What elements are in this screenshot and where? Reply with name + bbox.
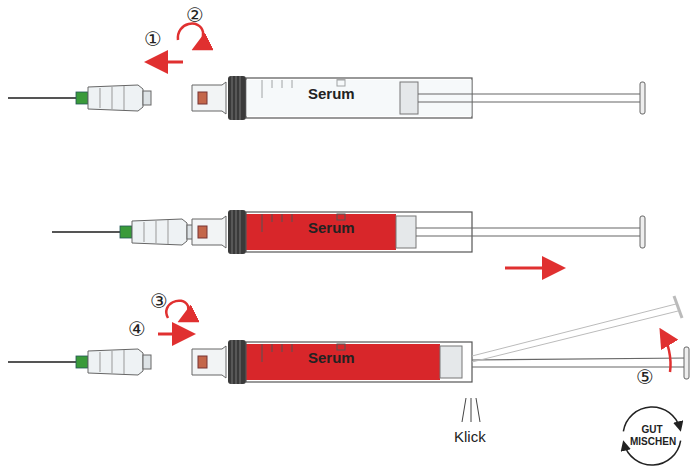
callout-number: ④ [128, 318, 146, 340]
callout-number: ① [144, 28, 162, 50]
barrel-label: Serum [308, 349, 355, 366]
mix-text: GUT MISCHEN [630, 424, 674, 448]
callout-number: ② [186, 4, 204, 26]
barrel-label: Serum [308, 219, 355, 236]
callout-number: ⑤ [636, 366, 654, 388]
click-label: Klick [454, 428, 486, 445]
callout-number: ③ [150, 290, 168, 312]
barrel-label: Serum [308, 85, 355, 102]
mix-circle: GUT MISCHEN [620, 404, 684, 468]
